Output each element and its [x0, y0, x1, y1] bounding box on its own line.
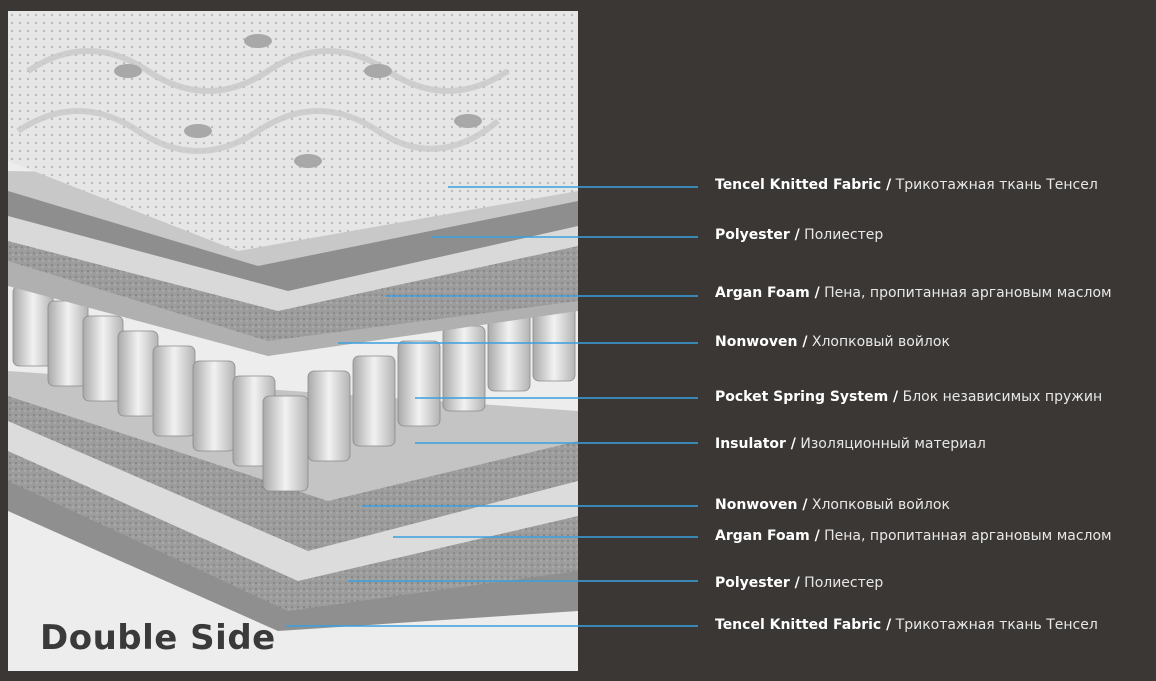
layer-label-polyester-bottom: Polyester / Полиестер: [715, 575, 884, 591]
layer-label-tencel-top: Tencel Knitted Fabric / Трикотажная ткан…: [715, 177, 1098, 193]
layer-label-pocket-spring: Pocket Spring System / Блок независимых …: [715, 389, 1103, 405]
layer-label-tencel-bottom: Tencel Knitted Fabric / Трикотажная ткан…: [715, 617, 1098, 633]
layer-label-nonwoven-bottom: Nonwoven / Хлопковый войлок: [715, 497, 950, 513]
layer-label-insulator: Insulator / Изоляционный материал: [715, 436, 986, 452]
layer-label-polyester-top: Polyester / Полиестер: [715, 227, 884, 243]
layer-label-argan-bottom: Argan Foam / Пена, пропитанная аргановым…: [715, 528, 1112, 544]
double-side-caption: Double Side: [40, 618, 276, 658]
layer-label-nonwoven-top: Nonwoven / Хлопковый войлок: [715, 334, 950, 350]
mattress-cross-section-image: [8, 11, 578, 671]
layer-label-argan-top: Argan Foam / Пена, пропитанная аргановым…: [715, 285, 1112, 301]
